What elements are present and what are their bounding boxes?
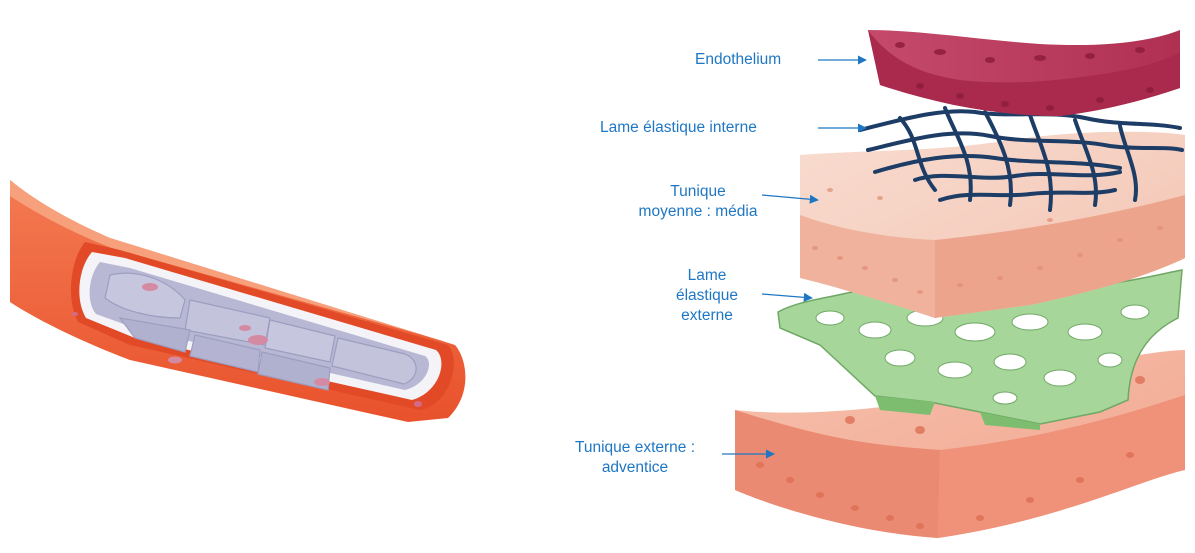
- label-tunique-adventice: Tunique externe : adventice: [552, 438, 718, 478]
- label-adventice-line-1: Tunique externe :: [552, 438, 718, 458]
- label-lame-externe-line-1: Lame: [662, 266, 752, 286]
- blood-vessel-cross-section: [10, 180, 465, 422]
- label-endothelium: Endothelium: [695, 50, 781, 70]
- label-lame-externe-line-3: externe: [662, 306, 752, 326]
- label-lame-elastique-interne: Lame élastique interne: [600, 118, 757, 138]
- label-lame-externe-line-2: élastique: [662, 286, 752, 306]
- endothelium-layer: [868, 30, 1180, 116]
- label-adventice-line-2: adventice: [552, 458, 718, 478]
- label-tunique-media: Tunique moyenne : média: [628, 182, 768, 222]
- lame-externe-arrow: [762, 294, 812, 298]
- label-media-line-1: Tunique: [628, 182, 768, 202]
- label-lame-elastique-externe: Lame élastique externe: [662, 266, 752, 326]
- label-media-line-2: moyenne : média: [628, 202, 768, 222]
